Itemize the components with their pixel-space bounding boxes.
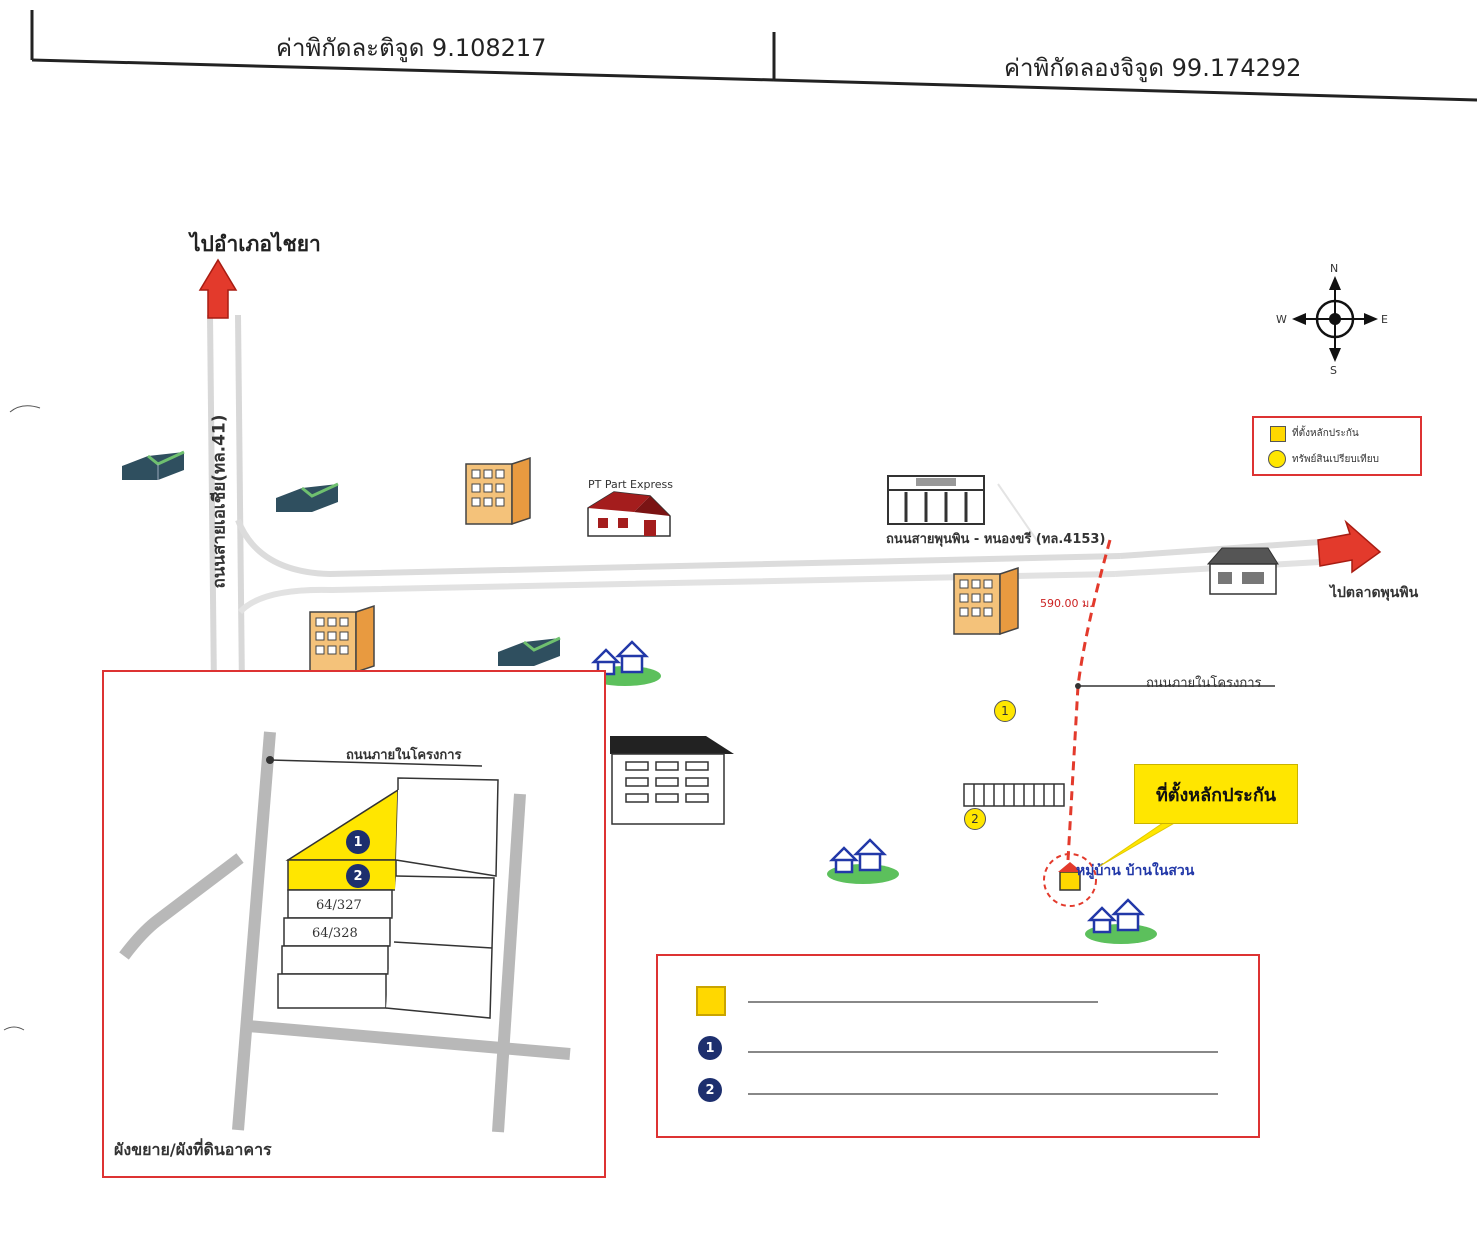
inset-unit-b: 64/328 <box>312 926 358 941</box>
village-icon <box>827 838 899 884</box>
subject-marker <box>1043 853 1097 907</box>
north-direction-label: ไปอำเภอไชยา <box>190 232 321 256</box>
main-legend-number-1: 1 <box>698 1036 722 1060</box>
main-legend-text-line <box>748 1051 1218 1053</box>
warehouse-icon <box>122 450 185 480</box>
compass-n: N <box>1330 262 1339 275</box>
office-building-icon <box>309 604 375 674</box>
east-direction-label: ไปตลาดพุนพิน <box>1330 585 1419 601</box>
office-building-icon <box>465 456 531 526</box>
road-4153 <box>1119 539 1321 559</box>
main-legend: 1 2 <box>656 954 1260 1138</box>
house-icon <box>1206 547 1279 595</box>
project-road-label: ถนนภายในโครงการ <box>1146 676 1262 691</box>
village-icon <box>1085 898 1157 944</box>
shop-icon <box>887 475 985 525</box>
compass-w: W <box>1276 313 1287 326</box>
inset-title: ผังขยาย/ผังที่ดินอาคาร <box>114 1140 272 1159</box>
highway-41-label: ถนนสายเอเชีย(ทล.41) <box>209 414 230 589</box>
village-icon <box>589 640 661 686</box>
subject-callout: ที่ตั้งหลักประกัน <box>1134 764 1298 824</box>
inset-unit-a: 64/327 <box>316 898 362 913</box>
compass-e: E <box>1381 313 1388 326</box>
north-arrow <box>198 258 238 319</box>
inset-road-label: ถนนภายในโครงการ <box>346 748 462 763</box>
main-legend-number-2: 2 <box>698 1078 722 1102</box>
main-legend-text-line <box>748 1001 1098 1003</box>
pt-station-icon <box>587 491 671 537</box>
warehouse-icon <box>498 636 561 666</box>
highway-41-road <box>207 314 217 691</box>
compass-icon <box>1292 276 1378 362</box>
main-legend-text-line <box>748 1093 1218 1095</box>
small-legend: ที่ตั้งหลักประกัน ทรัพย์สินเปรียบเทียบ <box>1252 416 1422 476</box>
longitude-label: ค่าพิกัดลองจิจูด 99.174292 <box>1004 54 1302 82</box>
header-frame <box>30 10 1477 102</box>
inset-lot-1: 1 <box>346 830 370 854</box>
comparable-marker-2: 2 <box>964 808 986 830</box>
apartment-building-icon <box>610 736 734 825</box>
inset-lot-2: 2 <box>346 864 370 888</box>
small-legend-circle-icon <box>1268 450 1286 468</box>
warehouse-icon <box>276 482 339 512</box>
office-building-icon <box>953 566 1019 636</box>
small-legend-item-2: ทรัพย์สินเปรียบเทียบ <box>1292 454 1379 465</box>
compass-s: S <box>1330 364 1337 377</box>
road-4153-label: ถนนสายพุนพิน - หนองขรี (ทล.4153) <box>886 532 1106 547</box>
small-legend-square-icon <box>1270 426 1286 442</box>
small-legend-item-1: ที่ตั้งหลักประกัน <box>1292 428 1359 439</box>
comparable-marker-1: 1 <box>994 700 1016 722</box>
east-arrow <box>1317 519 1382 574</box>
pt-station-label: PT Part Express <box>588 478 674 491</box>
inset-plan-drawing <box>119 731 571 1133</box>
distance-label: 590.00 ม. <box>1040 597 1093 610</box>
distance-route <box>1066 539 1112 861</box>
subject-callout-label: ที่ตั้งหลักประกัน <box>1155 784 1277 806</box>
latitude-label: ค่าพิกัดละติจูด 9.108217 <box>276 34 547 62</box>
main-legend-square-icon <box>696 986 726 1016</box>
village-label: หมู่บ้าน บ้านในสวน <box>1076 863 1195 879</box>
